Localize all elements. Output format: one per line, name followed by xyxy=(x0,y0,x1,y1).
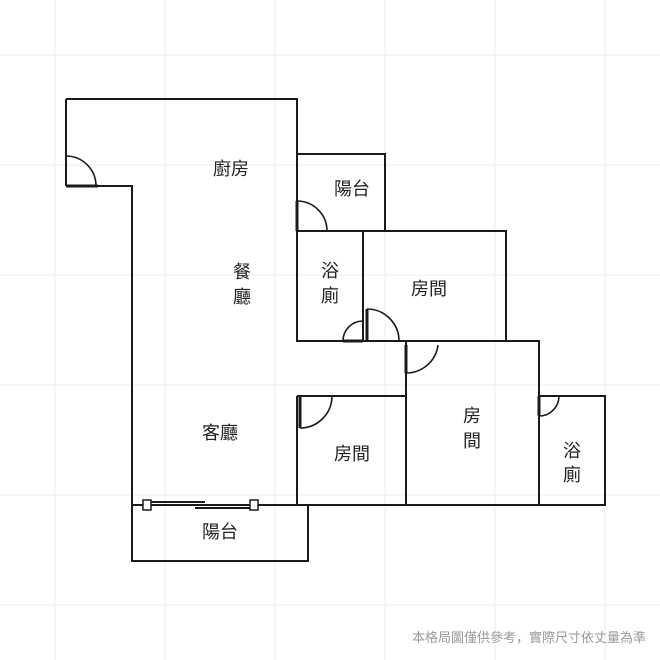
balcony-top-label: 陽台 xyxy=(334,179,370,200)
room2-label: 房間 xyxy=(334,444,370,465)
room1-label: 房間 xyxy=(411,279,447,300)
bath2-label-1: 浴 xyxy=(563,441,581,462)
entry-door xyxy=(65,155,98,188)
room3-label-1: 房 xyxy=(463,406,481,427)
doors xyxy=(65,155,560,511)
room3-label-2: 間 xyxy=(463,431,481,452)
dining-label-2: 廳 xyxy=(233,287,251,308)
balcony-door xyxy=(295,200,328,232)
bath1-door xyxy=(342,320,364,343)
room1-door xyxy=(365,308,400,342)
dining-label-1: 餐 xyxy=(233,262,251,283)
disclaimer-text: 本格局圖僅供參考，實際尺寸依丈量為準 xyxy=(411,631,646,646)
sliding-door xyxy=(142,499,259,511)
living-label: 客廳 xyxy=(202,423,238,444)
bath1-label-2: 廁 xyxy=(321,285,339,307)
balcony-bottom-label: 陽台 xyxy=(202,522,238,543)
room2-door xyxy=(298,395,333,429)
bath2-label-2: 廁 xyxy=(563,464,581,486)
room3-door xyxy=(404,344,439,374)
bath2-door xyxy=(537,395,560,417)
walls xyxy=(65,98,606,562)
bath1-label-1: 浴 xyxy=(321,261,339,282)
kitchen-label: 廚房 xyxy=(213,158,249,180)
